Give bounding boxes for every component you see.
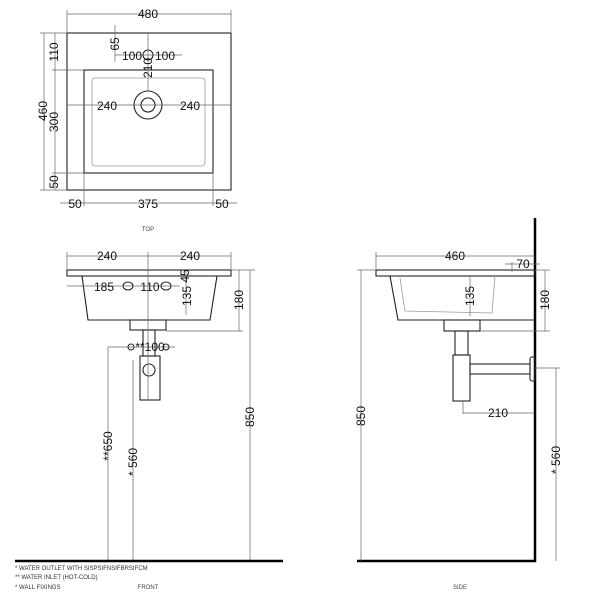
side-bowl-inner [399,275,496,314]
front-dimension-lines [66,252,255,561]
dim-side-outlet-height: * 560 [549,446,563,474]
notes: * WATER OUTLET WITH SISPSIFNSIFBRSIFCM *… [15,566,148,591]
dim-side-height: 180 [538,290,552,310]
note-water-inlet: ** WATER INLET (HOT-COLD) [15,575,98,581]
front-view: 240 240 45 185 110 135 180 850 **100 **6… [66,249,257,591]
side-dimension-lines [357,252,560,561]
side-drain [443,319,481,332]
top-view-label: TOP [142,227,154,233]
dim-back: 110 [47,42,61,61]
bowl-inner [91,77,206,167]
side-slab [375,269,536,277]
front-view-label: FRONT [138,585,159,591]
dim-side-rear: 70 [516,257,530,271]
dim-total-height: 850 [243,407,257,427]
dim-right: 50 [215,197,229,211]
dim-height: 180 [232,290,246,310]
dim-hole-spacing: 110 [140,280,159,294]
dim-hole-depth: 45 [178,269,192,283]
dim-tap-right: 100 [155,49,175,63]
side-view: 460 70 135 180 850 210 * 560 SIDE [354,249,563,591]
dim-inlet-spacing: **100 [135,340,165,354]
side-trap-arm [469,363,531,375]
dim-basin-width: 375 [138,197,158,211]
dim-side-bowl-depth: 135 [463,286,477,306]
dim-left: 50 [68,197,82,211]
note-wall-fixings: * WALL FIXINGS [15,585,61,591]
dim-outlet-height: * 560 [126,448,140,476]
dim-drain-left: 240 [97,99,117,113]
dim-depth: 460 [36,101,50,121]
front-slab [66,269,232,277]
dim-tap-offset: 65 [108,37,122,51]
front-trap [139,355,161,401]
side-bowl [389,275,535,321]
dim-front: 50 [47,175,61,189]
side-pipe [454,330,469,356]
dim-basin: 300 [47,112,61,132]
dim-side-total-height: 850 [354,406,368,426]
dim-trap-offset: 210 [488,406,508,420]
dim-hole-left: 185 [94,280,114,294]
top-view: 480 460 110 300 50 50 375 50 65 100 100 … [36,7,237,233]
side-trap [452,354,471,402]
top-dimension-lines [40,10,237,206]
wall-flange [529,356,536,382]
dim-tap-to-drain: 210 [141,58,155,78]
dim-side-depth: 460 [445,249,465,263]
trap-cap [142,363,156,377]
note-water-outlet: * WATER OUTLET WITH SISPSIFNSIFBRSIFCM [15,566,148,572]
dim-inlet-height: **650 [101,431,115,461]
dim-front-left: 240 [97,249,117,263]
bowl-outline [83,69,214,174]
dim-width: 480 [138,7,158,21]
side-view-label: SIDE [453,585,467,591]
basin-outline [66,32,232,191]
dim-tap-left: 100 [122,49,142,63]
dim-drain-right: 240 [180,99,200,113]
dim-bowl-depth: 135 [180,286,194,306]
dim-front-right: 240 [180,249,200,263]
